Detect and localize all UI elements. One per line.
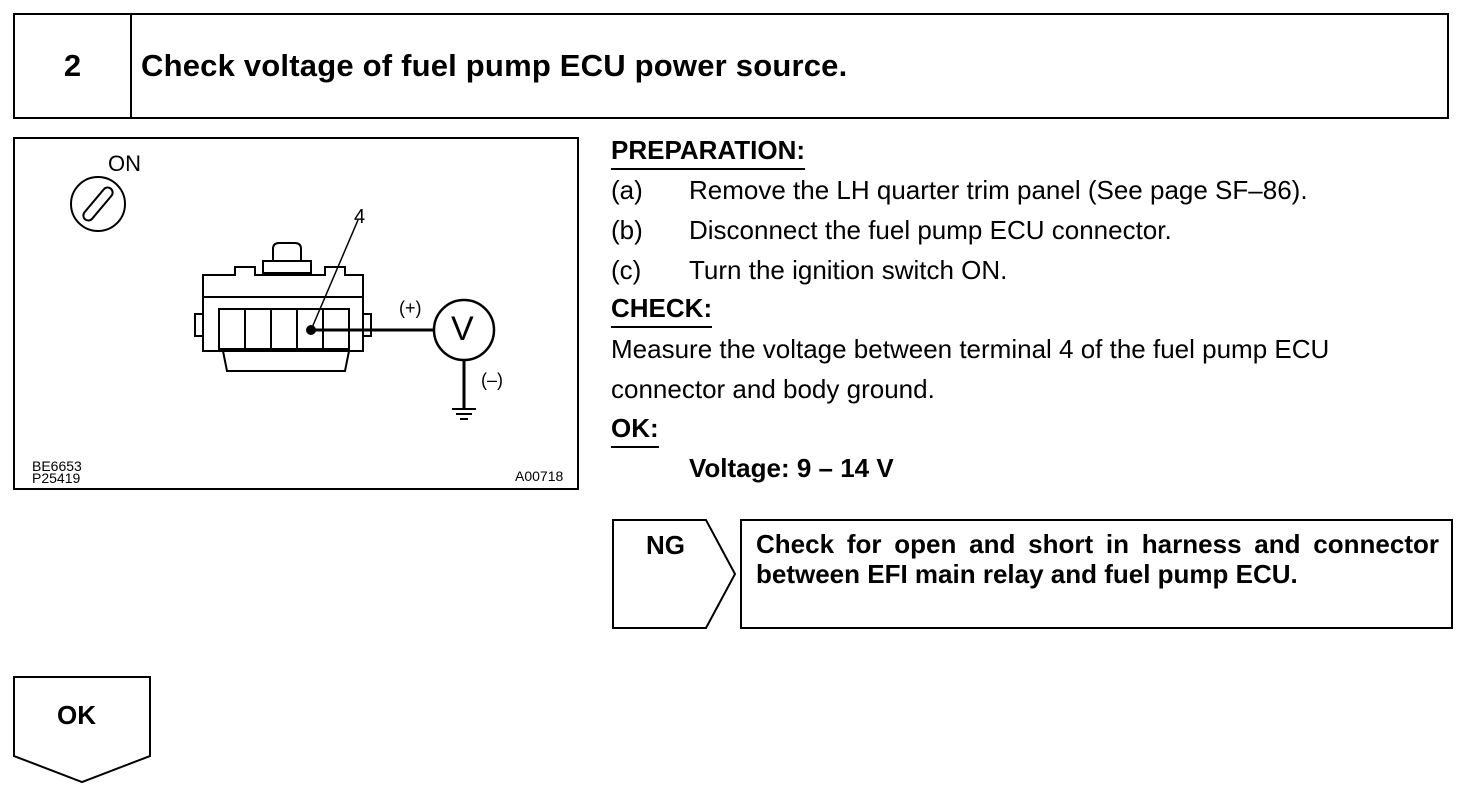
check-line-2: connector and body ground.: [611, 374, 935, 404]
preparation-heading: PREPARATION:: [611, 135, 806, 170]
figure-code-left-1: BE6653: [32, 458, 82, 474]
step-text: Turn the ignition switch ON.: [689, 255, 1008, 285]
ignition-on-label: ON: [108, 151, 141, 176]
preparation-step-b: (b) Disconnect the fuel pump ECU connecto…: [611, 215, 1172, 246]
step-tag: (a): [611, 175, 643, 205]
connector-diagram: [70, 176, 496, 420]
check-line-1: Measure the voltage between terminal 4 o…: [611, 334, 1330, 364]
ok-flow-label: OK: [57, 700, 96, 730]
ok-arrow-icon: [13, 676, 151, 784]
ignition-key-icon: [70, 176, 126, 232]
check-heading: CHECK:: [611, 293, 713, 328]
step-number: 2: [15, 15, 132, 117]
voltmeter-symbol: V: [451, 310, 474, 348]
ok-heading: OK:: [611, 413, 659, 448]
figure-code-right: A00718: [515, 468, 564, 484]
ng-arrow-icon: [612, 519, 737, 629]
check-heading-text: CHECK:: [611, 293, 713, 323]
ground-icon: [452, 408, 476, 420]
heading-underline: [611, 446, 659, 448]
ng-action-box: Check for open and short in harness and …: [740, 519, 1453, 629]
heading-underline: [611, 168, 806, 170]
ok-voltage-spec: Voltage: 9 – 14 V: [689, 453, 894, 483]
negative-label: (–): [481, 370, 503, 390]
terminal-leader-line: [310, 219, 359, 331]
connector-illustration: ON 4 (+) (–) V BE6653 P25419 A00718: [13, 137, 579, 490]
preparation-step-a: (a) Remove the LH quarter trim panel (See…: [611, 175, 1308, 206]
preparation-step-c: (c) Turn the ignition switch ON.: [611, 255, 1007, 286]
preparation-heading-text: PREPARATION:: [611, 135, 806, 165]
step-title: Check voltage of fuel pump ECU power sou…: [141, 48, 848, 83]
step-text: Disconnect the fuel pump ECU connector.: [689, 215, 1172, 245]
step-text: Remove the LH quarter trim panel (See pa…: [689, 175, 1308, 205]
step-tag: (b): [611, 215, 643, 245]
ok-heading-text: OK:: [611, 413, 659, 443]
figure-code-left-2: P25419: [32, 470, 81, 486]
ng-label: NG: [646, 530, 685, 560]
positive-label: (+): [399, 298, 422, 318]
ecu-connector-icon: [194, 242, 372, 372]
step-header: 2 Check voltage of fuel pump ECU power s…: [13, 13, 1449, 119]
terminal-number-label: 4: [354, 206, 366, 228]
heading-underline: [611, 326, 713, 328]
ng-action-text: Check for open and short in harness and …: [756, 529, 1439, 589]
step-tag: (c): [611, 255, 642, 285]
